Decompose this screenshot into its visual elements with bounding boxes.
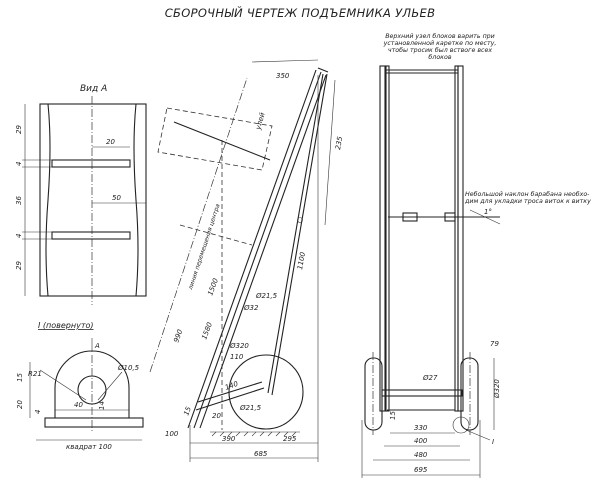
dim-height-top: 15 bbox=[16, 373, 24, 382]
view-a: Вид А 29 4 36 4 29 20 50 bbox=[15, 84, 147, 305]
dim-pipe-d2: Ø32 bbox=[243, 304, 259, 312]
dim-shelf-depth: 20 bbox=[106, 138, 115, 146]
dim-pipe-d: Ø21,5 bbox=[255, 292, 278, 300]
dim-view-a-top: 29 bbox=[15, 125, 23, 134]
dim-h15: 15 bbox=[389, 411, 397, 420]
dim-view-a-bottom: 29 bbox=[15, 261, 23, 270]
dim-upper-right: 235 bbox=[334, 135, 344, 150]
dim-h110: 110 bbox=[230, 353, 244, 361]
dim-top: 350 bbox=[276, 72, 290, 80]
dim-wheel-offset: 79 bbox=[490, 340, 499, 348]
dim-width: 40 bbox=[74, 401, 83, 409]
note-top-4: блоков bbox=[428, 53, 451, 61]
dim-radius: R21 bbox=[28, 370, 42, 378]
dim-foot: 100 bbox=[165, 430, 179, 438]
front-view: Верхний узел блоков варить при установле… bbox=[361, 32, 591, 478]
dim-990: 990 bbox=[172, 328, 184, 344]
note-top-1: Верхний узел блоков варить при bbox=[385, 32, 495, 40]
dim-1580: 1580 bbox=[200, 321, 214, 341]
detail-i-arrow-label: А bbox=[94, 342, 100, 350]
dim-wheel-d: Ø320 bbox=[229, 342, 249, 350]
dim-rear: 295 bbox=[283, 435, 297, 443]
detail-i-label: I (повернуто) bbox=[38, 321, 94, 330]
dim-w330: 330 bbox=[414, 424, 428, 432]
dim-1500: 1500 bbox=[206, 277, 220, 297]
view-a-label: Вид А bbox=[80, 84, 107, 94]
dim-axle: Ø27 bbox=[422, 374, 438, 382]
carriage-label: улей bbox=[254, 111, 267, 131]
note-drum-1: Небольшой наклон барабана необхо- bbox=[465, 190, 590, 198]
dim-base: квадрат 100 bbox=[66, 443, 112, 451]
note-drum-2: дим для укладки троса виток к витку bbox=[464, 198, 591, 205]
dim-front-wheel-d: Ø320 bbox=[493, 379, 501, 399]
dim-front: 390 bbox=[222, 435, 236, 443]
dim-total: 685 bbox=[254, 450, 268, 458]
dim-thickness: 4 bbox=[34, 410, 42, 414]
dim-offset: 14 bbox=[98, 401, 106, 410]
dim-brace-pipe: Ø21,5 bbox=[239, 404, 262, 412]
dim-hole: Ø10,5 bbox=[117, 364, 140, 372]
dim-half-width: 50 bbox=[112, 194, 121, 202]
dim-15: 15 bbox=[182, 405, 193, 417]
note-top-2: установленной каретке по месту, bbox=[383, 40, 497, 47]
side-view: 350 235 1100 1500 1580 990 Ø21,5 Ø32 Ø32… bbox=[149, 59, 344, 462]
dim-view-a-gap1: 4 bbox=[15, 162, 23, 166]
detail-i: I (повернуто) А R21 Ø10,5 15 20 4 40 14 … bbox=[16, 321, 144, 451]
dim-w695: 695 bbox=[414, 466, 428, 474]
drawing-title: СБОРОЧНЫЙ ЧЕРТЕЖ ПОДЪЕМНИКА УЛЬЕВ bbox=[165, 5, 436, 20]
dim-angle: 1° bbox=[484, 208, 492, 216]
dim-rail: 1100 bbox=[296, 251, 307, 270]
center-line-label: линия перемещения центра bbox=[187, 203, 222, 292]
detail-ref: I bbox=[492, 438, 494, 446]
dim-view-a-middle: 36 bbox=[15, 196, 23, 205]
dim-w480: 480 bbox=[414, 451, 428, 459]
dim-20: 20 bbox=[212, 412, 221, 420]
note-top-3: чтобы тросик был вствоге всех bbox=[388, 46, 492, 54]
dim-height-bottom: 20 bbox=[16, 400, 24, 409]
dim-view-a-gap2: 4 bbox=[15, 234, 23, 238]
dim-w400: 400 bbox=[414, 437, 428, 445]
